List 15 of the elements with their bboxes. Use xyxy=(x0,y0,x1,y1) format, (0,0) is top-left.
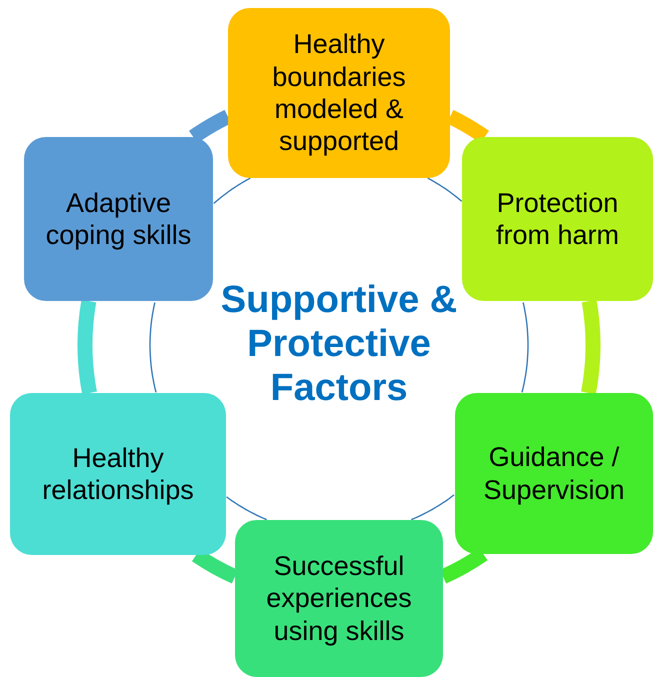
factor-label: Guidance / Supervision xyxy=(482,441,626,506)
factor-box xyxy=(455,393,653,554)
cycle-arc xyxy=(78,300,97,394)
factor-box xyxy=(235,520,443,677)
factor-label: Protection from harm xyxy=(494,186,620,252)
factor-box xyxy=(24,137,213,301)
cycle-arc xyxy=(581,300,600,394)
factor-box xyxy=(462,137,653,301)
factor-box xyxy=(228,8,450,178)
center-title: Supportive & Protective Factors xyxy=(220,279,458,411)
factor-label: Healthy boundaries modeled & supported xyxy=(271,28,407,158)
factor-label: Healthy relationships xyxy=(41,442,195,506)
factor-box xyxy=(10,393,226,555)
factor-label: Adaptive coping skills xyxy=(44,186,192,252)
factor-label: Successful experiences using skills xyxy=(265,550,413,648)
